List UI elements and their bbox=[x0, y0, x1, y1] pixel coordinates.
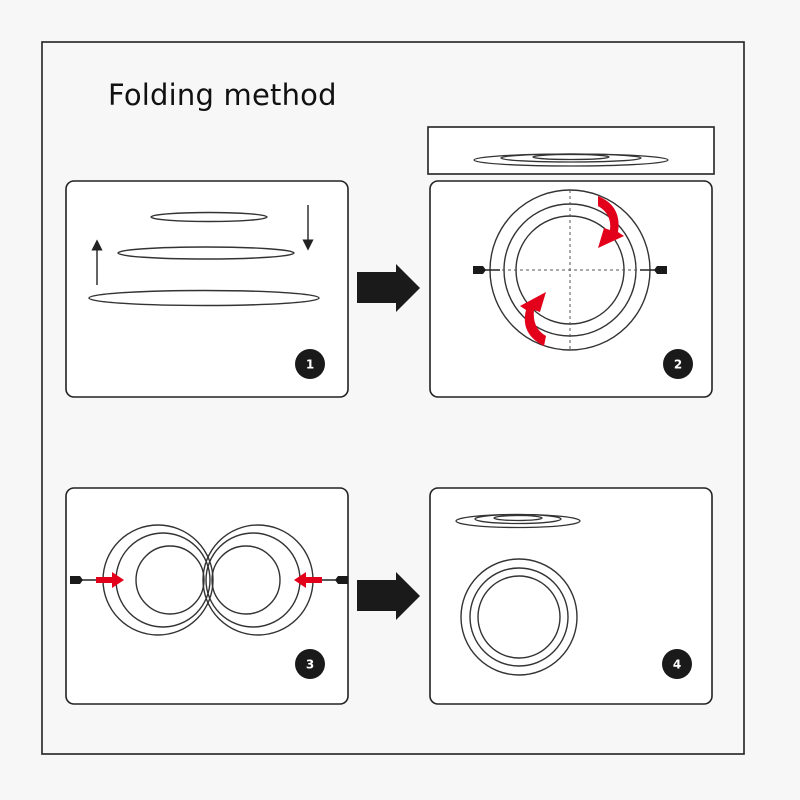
step-number-1: 1 bbox=[306, 358, 314, 372]
twist-arrow-bottom-icon bbox=[520, 292, 546, 346]
next-step-arrow-icon-2 bbox=[357, 572, 420, 620]
step-number-3: 3 bbox=[306, 658, 314, 672]
twist-arrow-top-icon bbox=[598, 196, 624, 248]
side-view-strip bbox=[427, 126, 715, 175]
step-badge-4 bbox=[662, 649, 692, 679]
flat-ring-medium bbox=[117, 246, 295, 260]
pin-left-icon bbox=[473, 266, 486, 274]
pin-right-icon-3 bbox=[335, 576, 348, 584]
flat-ring-large bbox=[88, 289, 320, 307]
step-badge-2 bbox=[663, 349, 693, 379]
panel-step-1: 1 bbox=[65, 180, 349, 398]
step-badge-3 bbox=[295, 649, 325, 679]
flat-ring-small bbox=[150, 211, 268, 223]
panel-step-4: 4 bbox=[429, 487, 713, 705]
push-arrow-left-icon bbox=[96, 572, 124, 588]
page-title: Folding method bbox=[108, 78, 337, 112]
panel-step-3: 3 bbox=[65, 487, 349, 705]
step-number-2: 2 bbox=[674, 358, 682, 372]
step-number-4: 4 bbox=[673, 658, 681, 672]
push-arrow-right-icon bbox=[294, 572, 322, 588]
outer-frame bbox=[41, 41, 745, 755]
step-badge-1 bbox=[295, 349, 325, 379]
pin-left-icon-3 bbox=[70, 576, 83, 584]
panel-step-2: 2 bbox=[427, 126, 715, 398]
next-step-arrow-icon bbox=[357, 264, 420, 312]
pin-right-icon bbox=[654, 266, 667, 274]
